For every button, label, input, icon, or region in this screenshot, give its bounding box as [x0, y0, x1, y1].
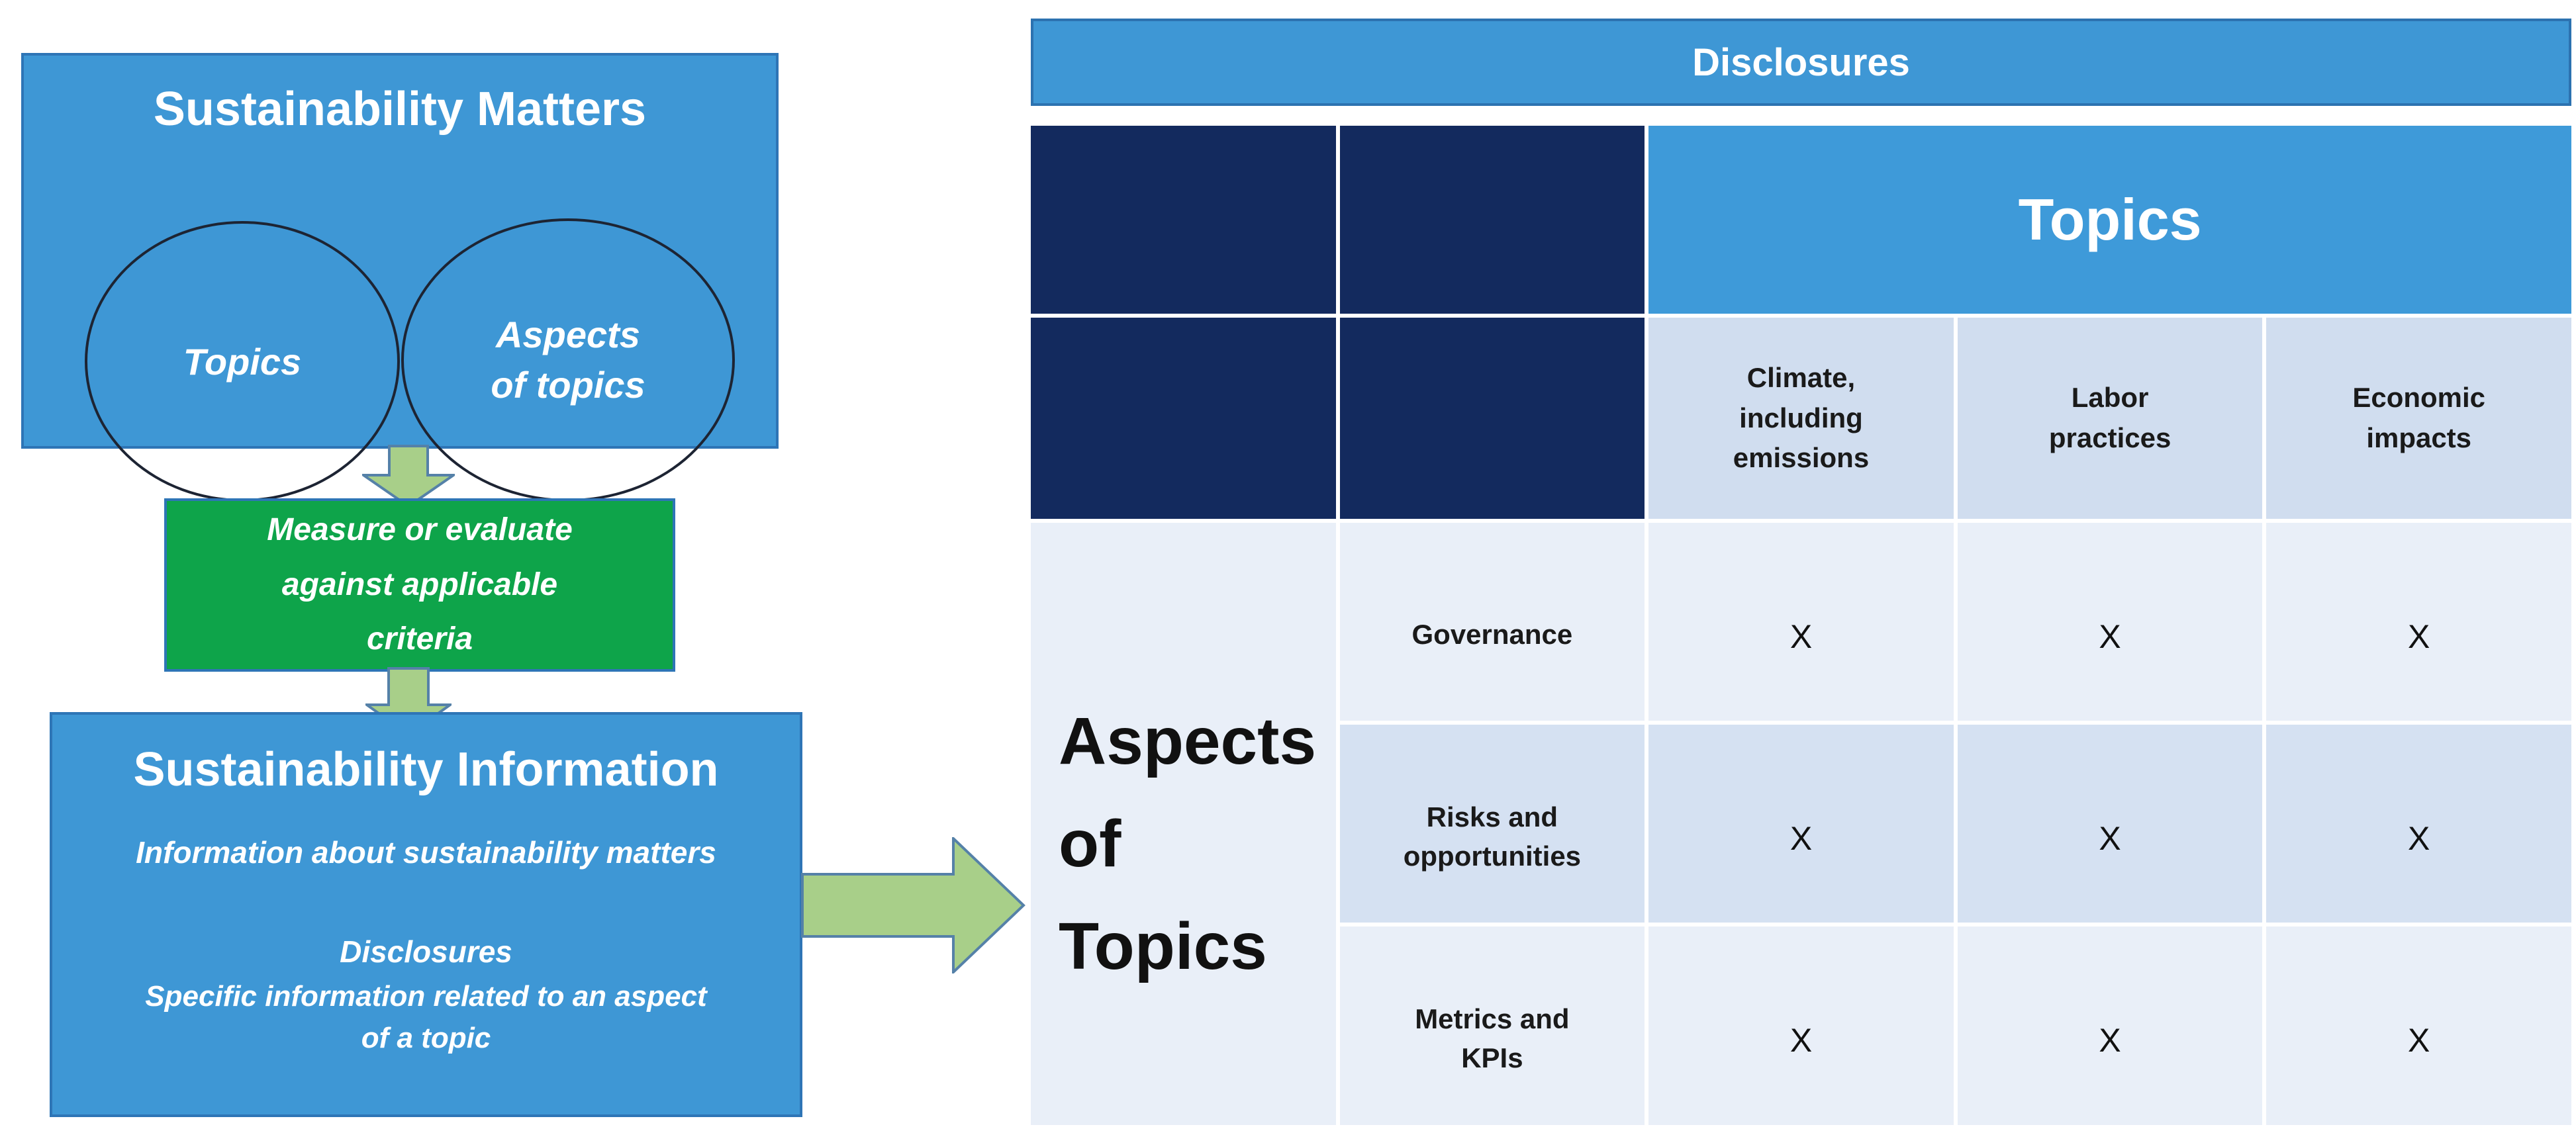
governance-label: Governance — [1411, 619, 1573, 651]
mark-cell-governance-climate: X — [1648, 523, 1954, 721]
disclosures-title-label: Disclosures — [1692, 40, 1910, 84]
row-label-metrics-kpis: Metrics and KPIs — [1339, 926, 1645, 1125]
blank-corner-cell — [1339, 318, 1645, 519]
mark-cell-risks-labor: X — [1957, 725, 2263, 923]
blank-corner-cell — [1031, 126, 1336, 314]
mark-cell-governance-labor: X — [1957, 523, 2263, 721]
row-label-risks-opportunities: Risks and opportunities — [1339, 725, 1645, 923]
x-mark: X — [2408, 617, 2430, 655]
mark-cell-governance-economic: X — [2266, 523, 2571, 721]
measure-evaluate-text: Measure or evaluate against applicable c… — [267, 512, 573, 657]
information-subtitle: Information about sustainability matters — [136, 835, 716, 870]
information-title: Sustainability Information — [133, 743, 719, 796]
column-header-economic-label: Economic impacts — [2352, 382, 2486, 453]
x-mark: X — [1789, 819, 1813, 857]
x-mark: X — [2408, 819, 2430, 857]
x-mark: X — [2408, 1022, 2430, 1059]
mark-cell-risks-climate: X — [1648, 725, 1954, 923]
column-header-climate-label: Climate, including emissions — [1733, 361, 1870, 474]
topics-ellipse-label: Topics — [183, 340, 302, 383]
blank-corner-cell — [1031, 318, 1336, 519]
mark-cell-metrics-economic: X — [2266, 926, 2571, 1125]
x-mark: X — [1789, 1022, 1813, 1059]
topics-column-group-header: Topics — [1648, 126, 2571, 314]
disclosures-table-title: Disclosures — [1031, 19, 2571, 106]
x-mark: X — [2099, 819, 2121, 857]
sustainability-information-box: Sustainability Information Information a… — [50, 712, 802, 1117]
mark-cell-risks-economic: X — [2266, 725, 2571, 923]
column-header-economic: Economic impacts — [2266, 318, 2571, 519]
disclosures-matrix-table: Topics Climate, including emissions Labo… — [1031, 126, 2571, 1125]
mark-cell-metrics-climate: X — [1648, 926, 1954, 1125]
right-arrow-icon — [801, 837, 1026, 973]
down-arrow-icon — [362, 445, 455, 508]
x-mark: X — [2099, 617, 2121, 655]
x-mark: X — [1789, 617, 1813, 655]
column-header-labor: Labor practices — [1957, 318, 2263, 519]
aspects-of-topics-row-group-label: Aspects of Topics — [1031, 523, 1336, 1125]
matters-title: Sustainability Matters — [153, 83, 647, 136]
row-label-governance: Governance — [1339, 523, 1645, 721]
information-disclosures-label: Disclosures — [340, 934, 512, 970]
measure-evaluate-box: Measure or evaluate against applicable c… — [164, 498, 675, 672]
mark-cell-metrics-labor: X — [1957, 926, 2263, 1125]
metrics-kpis-label: Metrics and KPIs — [1415, 1003, 1570, 1073]
risks-opportunities-label: Risks and opportunities — [1403, 801, 1582, 872]
aspects-of-topics-text: Aspects of Topics — [1059, 703, 1317, 983]
topics-ellipse: Topics — [85, 221, 400, 502]
x-mark: X — [2099, 1022, 2121, 1059]
information-disclosures-description: Specific information related to an aspec… — [145, 980, 707, 1054]
blank-corner-cell — [1339, 126, 1645, 314]
column-header-climate: Climate, including emissions — [1648, 318, 1954, 519]
aspects-ellipse-label: Aspects of topics — [491, 314, 645, 406]
column-header-labor-label: Labor practices — [2048, 382, 2171, 453]
sustainability-matters-box: Sustainability Matters Topics Aspects of… — [21, 53, 779, 502]
